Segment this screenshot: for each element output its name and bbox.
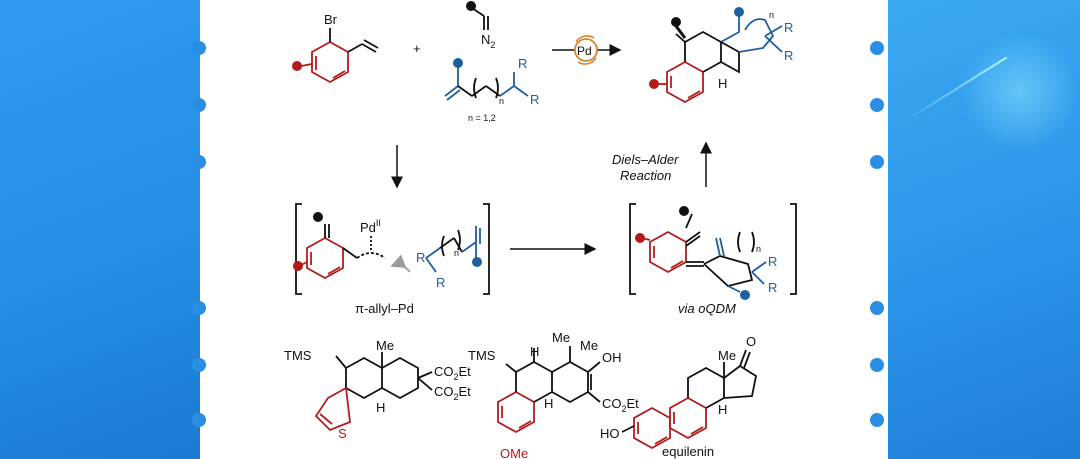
catalyst-label: Pd xyxy=(577,44,592,58)
ex2-me2-label: Me xyxy=(580,338,598,353)
ex2-tms-label: TMS xyxy=(468,348,496,363)
substituent-dot xyxy=(313,212,323,222)
ex2-h2-label: H xyxy=(544,396,553,411)
substituent-dot xyxy=(293,261,303,271)
binder-ring xyxy=(870,38,896,58)
binder-ring xyxy=(182,95,208,115)
reaction-scheme: Br + N2 R R n n = 1,2 xyxy=(284,1,797,459)
n-label: n xyxy=(499,96,504,106)
ex2-me1-label: Me xyxy=(552,330,570,345)
background-left-panel xyxy=(0,0,200,459)
substituent-dot xyxy=(740,290,750,300)
r-bottom-label: R xyxy=(530,92,539,107)
plus-sign: + xyxy=(413,41,421,56)
example-1-structure xyxy=(314,352,433,432)
substituent-dot xyxy=(671,17,681,27)
pd-label: PdII xyxy=(360,218,381,235)
binder-ring xyxy=(182,38,208,58)
ex1-co2et-1: CO2Et xyxy=(434,364,471,382)
pi-allyl-caption: π-allyl–Pd xyxy=(355,301,414,316)
binder-ring xyxy=(870,410,896,430)
equilenin-name: equilenin xyxy=(662,444,714,459)
substituent-dot xyxy=(734,7,744,17)
oqdm-intermediate xyxy=(629,203,797,295)
equilenin-me-label: Me xyxy=(718,348,736,363)
binder-ring xyxy=(870,152,896,172)
oqdm-caption: via oQDM xyxy=(678,301,736,316)
binder-ring xyxy=(182,355,208,375)
diene-reactant xyxy=(444,66,529,101)
ex2-ome-label: OMe xyxy=(500,446,528,459)
product-n-label: n xyxy=(769,10,774,20)
n-range-label: n = 1,2 xyxy=(468,113,496,123)
substituent-dot xyxy=(635,233,645,243)
r-top-label: R xyxy=(518,56,527,71)
diazo-reagent xyxy=(471,7,489,30)
binder-ring xyxy=(870,355,896,375)
ex1-h-label: H xyxy=(376,400,385,415)
right-int-r1-label: R xyxy=(768,254,777,269)
equilenin-o-label: O xyxy=(746,334,756,349)
notebook-page: Br + N2 R R n n = 1,2 xyxy=(192,0,888,459)
equilenin-ho-label: HO xyxy=(600,426,620,441)
binder-ring xyxy=(182,410,208,430)
product-r1-label: R xyxy=(784,20,793,35)
equilenin-structure xyxy=(621,349,758,450)
pi-allyl-intermediate xyxy=(295,203,490,295)
product-h-label: H xyxy=(718,76,727,91)
ex1-tms-label: TMS xyxy=(284,348,312,363)
left-int-r1-label: R xyxy=(416,250,425,265)
substituent-dot xyxy=(292,61,302,71)
binder-ring xyxy=(182,298,208,318)
substituent-dot xyxy=(679,206,689,216)
substituent-dot xyxy=(466,1,476,11)
catalyst-cycle xyxy=(574,38,598,62)
substituent-dot xyxy=(472,257,482,267)
diazo-label: N2 xyxy=(481,32,495,50)
binder-ring xyxy=(182,152,208,172)
right-int-n-label: n xyxy=(756,244,761,254)
example-2-structure xyxy=(497,346,601,434)
diels-alder-line2: Reaction xyxy=(620,168,671,183)
left-int-r2-label: R xyxy=(436,275,445,290)
bromo-label: Br xyxy=(324,12,338,27)
ex2-co2et-label: CO2Et xyxy=(602,396,639,414)
binder-ring xyxy=(870,298,896,318)
background-right-panel xyxy=(880,0,1080,459)
ex2-oh-label: OH xyxy=(602,350,622,365)
substituent-dot xyxy=(453,58,463,68)
ex1-me-label: Me xyxy=(376,338,394,353)
binder-ring xyxy=(870,95,896,115)
left-int-n-label: n xyxy=(454,248,459,258)
diels-alder-line1: Diels–Alder xyxy=(612,152,679,167)
right-int-r2-label: R xyxy=(768,280,777,295)
ex1-co2et-2: CO2Et xyxy=(434,384,471,402)
ex2-h1-label: H xyxy=(530,344,539,359)
equilenin-h-label: H xyxy=(718,402,727,417)
substituent-dot xyxy=(649,79,659,89)
product-r2-label: R xyxy=(784,48,793,63)
ex1-s-label: S xyxy=(338,426,347,441)
bromostyrene-structure xyxy=(300,28,379,84)
